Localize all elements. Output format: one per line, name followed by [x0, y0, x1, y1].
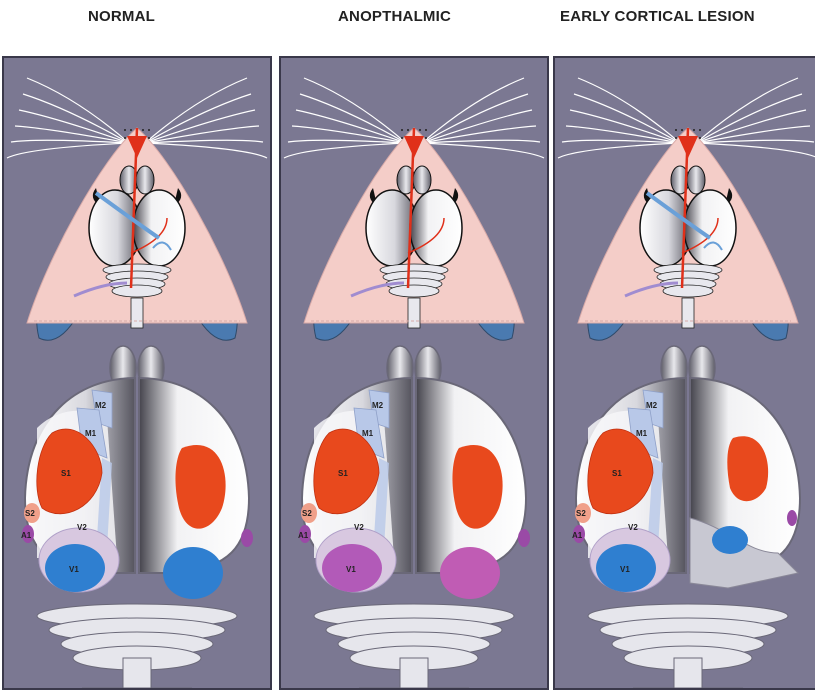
label-v2: V2 — [628, 523, 638, 532]
label-a1: A1 — [298, 531, 309, 540]
label-s2: S2 — [25, 509, 35, 518]
mouse-head — [284, 78, 544, 340]
cerebellum — [588, 604, 788, 688]
head-brain-right — [410, 190, 462, 266]
label-v1: V1 — [620, 565, 630, 574]
label-a1: A1 — [21, 531, 32, 540]
head-brain-right — [133, 190, 185, 266]
label-a1: A1 — [572, 531, 583, 540]
area-v1-right — [712, 526, 748, 554]
label-m2: M2 — [95, 401, 107, 410]
mouse-head — [558, 78, 815, 340]
area-a1-right — [241, 529, 253, 547]
label-m2: M2 — [646, 401, 658, 410]
area-v1-right — [163, 547, 223, 599]
label-v2: V2 — [354, 523, 364, 532]
label-m1: M1 — [362, 429, 374, 438]
label-v1: V1 — [69, 565, 79, 574]
label-m1: M1 — [85, 429, 97, 438]
panel-title-anophthalmic: ANOPTHALMIC — [338, 8, 451, 25]
label-v2: V2 — [77, 523, 87, 532]
label-m2: M2 — [372, 401, 384, 410]
panel-title-early-cortical-lesion: EARLY CORTICAL LESION — [560, 8, 755, 25]
panel-title-normal: NORMAL — [88, 8, 155, 25]
label-s1: S1 — [61, 469, 71, 478]
area-a1-right — [518, 529, 530, 547]
label-s1: S1 — [338, 469, 348, 478]
label-s1: S1 — [612, 469, 622, 478]
head-brain-right — [684, 190, 736, 266]
mouse-head — [7, 78, 267, 340]
label-s2: S2 — [576, 509, 586, 518]
label-m1: M1 — [636, 429, 648, 438]
label-v1: V1 — [346, 565, 356, 574]
cerebellum — [37, 604, 237, 688]
area-v1-right — [440, 547, 500, 599]
cerebellum — [314, 604, 514, 688]
area-a1-right — [787, 510, 797, 526]
label-s2: S2 — [302, 509, 312, 518]
